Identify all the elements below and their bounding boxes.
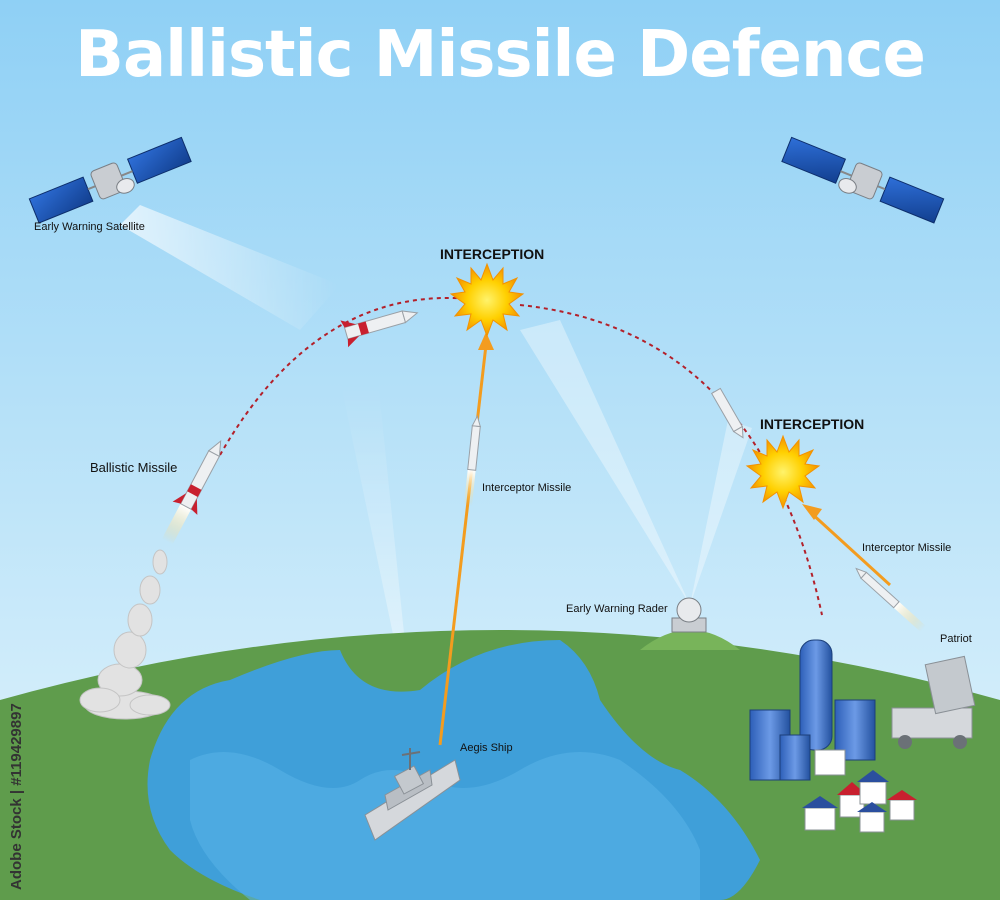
label-interception-right: INTERCEPTION bbox=[760, 416, 865, 432]
interceptor-missile-icon bbox=[463, 414, 481, 507]
radar-hill bbox=[640, 630, 740, 650]
diagram-title: Ballistic Missile Defence bbox=[75, 18, 926, 92]
stock-image-id: Adobe Stock | #119429897 bbox=[8, 703, 25, 890]
label-aegis-ship: Aegis Ship bbox=[460, 742, 513, 754]
ballistic-missile-icon bbox=[340, 310, 419, 348]
sensor-beams bbox=[120, 205, 752, 740]
label-ballistic-missile: Ballistic Missile bbox=[90, 460, 178, 475]
patriot-launcher-icon bbox=[891, 655, 976, 749]
label-interceptor-missile-center: Interceptor Missile bbox=[482, 482, 572, 494]
aegis-ship-icon bbox=[364, 748, 461, 841]
label-patriot: Patriot bbox=[940, 633, 972, 645]
satellite-icon bbox=[781, 136, 945, 224]
label-early-warning-satellite: Early Warning Satellite bbox=[34, 221, 145, 233]
city-buildings bbox=[749, 639, 917, 833]
explosion-icon bbox=[449, 262, 525, 338]
label-interception-top: INTERCEPTION bbox=[440, 246, 545, 262]
explosion-icon bbox=[745, 434, 821, 510]
interceptor-missile-icon bbox=[855, 567, 926, 632]
radar-dome-icon bbox=[671, 597, 707, 633]
launch-smoke bbox=[79, 549, 171, 720]
label-interceptor-missile-right: Interceptor Missile bbox=[862, 542, 952, 554]
ballistic-missile-icon bbox=[161, 440, 222, 545]
satellite-icon bbox=[28, 136, 192, 224]
ballistic-trajectory-ascent bbox=[219, 296, 481, 456]
ballistic-missile-icon bbox=[710, 387, 744, 439]
houses bbox=[802, 770, 917, 833]
interceptor-trails bbox=[438, 332, 892, 746]
label-early-warning-radar: Early Warning Rader bbox=[566, 603, 668, 615]
shallow-water bbox=[190, 752, 700, 900]
